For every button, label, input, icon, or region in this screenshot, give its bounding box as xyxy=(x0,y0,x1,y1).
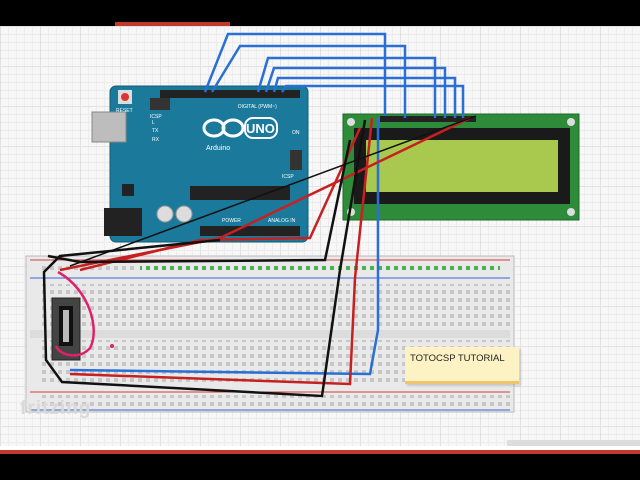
power-analog-header xyxy=(200,226,300,236)
potentiometer[interactable] xyxy=(51,297,81,361)
icsp-header xyxy=(150,98,170,110)
tx-label: TX xyxy=(152,128,159,134)
bottom-scrollbar-track[interactable] xyxy=(0,446,640,452)
icsp2-header xyxy=(290,150,302,170)
digital-header xyxy=(160,90,300,98)
arduino-logo xyxy=(202,117,278,139)
lcd-display[interactable] xyxy=(342,113,580,221)
breadboard[interactable] xyxy=(25,255,515,413)
bottom-accent-line xyxy=(0,450,640,454)
digital-label: DIGITAL (PWM~) xyxy=(238,104,277,110)
usb-port xyxy=(91,111,127,143)
capacitor xyxy=(175,205,193,223)
analog-label: ANALOG IN xyxy=(268,218,296,224)
horizontal-scrollbar-thumb[interactable] xyxy=(507,440,640,446)
arduino-uno-board[interactable] xyxy=(91,85,309,243)
power-label: POWER xyxy=(222,218,241,224)
icsp2-label: ICSP xyxy=(282,174,294,180)
wires[interactable] xyxy=(42,32,477,398)
reset-label: RESET xyxy=(116,108,133,114)
atmega-chip xyxy=(190,186,290,200)
capacitor xyxy=(156,205,174,223)
sticky-note-text: TOTOCSP TUTORIAL xyxy=(410,353,505,364)
icsp-label: ICSP xyxy=(150,114,162,120)
rx-label: RX xyxy=(152,137,160,143)
l-label: L xyxy=(152,120,155,126)
active-tab-indicator xyxy=(115,22,230,26)
on-label: ON xyxy=(292,130,300,136)
sticky-note[interactable]: TOTOCSP TUTORIAL xyxy=(405,347,519,384)
power-jack xyxy=(104,208,142,236)
board-name-label: UNO xyxy=(246,121,275,136)
window-top-bar xyxy=(0,0,640,24)
lcd-screen xyxy=(366,140,558,192)
board-brand-label: Arduino xyxy=(206,145,230,152)
fritzing-watermark: fritzing xyxy=(20,398,92,419)
